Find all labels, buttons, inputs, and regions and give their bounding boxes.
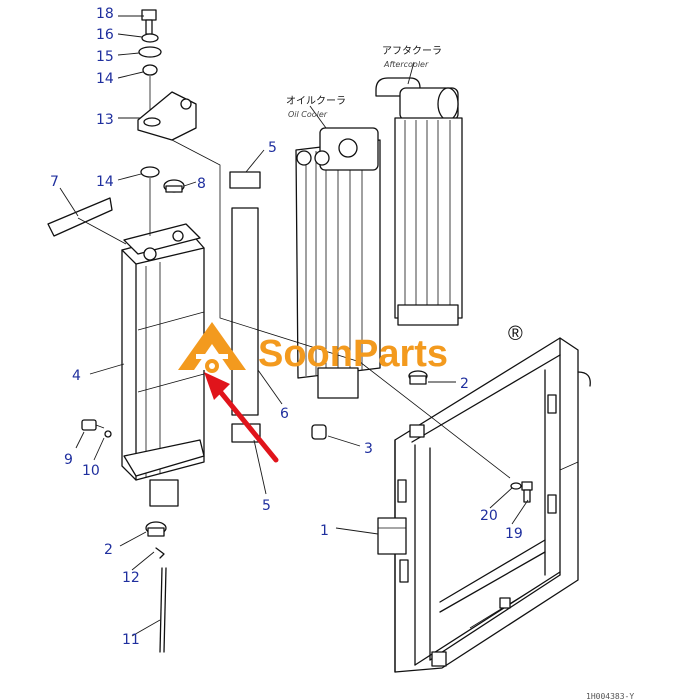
cushion-part-14-upper — [142, 64, 158, 76]
bolt-part-18 — [141, 9, 157, 35]
callout-4: 4 — [72, 368, 81, 384]
callout-11: 11 — [122, 632, 140, 648]
cushion-part-14-lower — [140, 166, 160, 178]
aftercooler-label-en: Aftercooler — [383, 60, 429, 69]
callout-2-lower: 2 — [104, 542, 113, 558]
watermark-text: SoonParts — [258, 333, 448, 375]
frame-part-1 — [377, 337, 591, 673]
drawing-reference: 1H004383-Y — [586, 692, 634, 700]
logo-mark-icon — [178, 322, 246, 373]
callout-13: 13 — [96, 112, 114, 128]
alignment-line — [171, 139, 511, 479]
washer-part-16 — [141, 33, 159, 43]
aftercooler-label-jp: アフタクーラ — [382, 45, 442, 57]
callout-numbers: 18 16 15 14 13 14 8 7 5 4 9 10 2 12 11 6… — [50, 6, 523, 648]
callout-1: 1 — [320, 523, 329, 539]
cap-part-8 — [163, 179, 185, 193]
washer-part-15 — [138, 46, 162, 58]
red-pointer-arrow-icon — [204, 372, 279, 463]
seal-part-7 — [47, 197, 113, 237]
callout-5-lower: 5 — [262, 498, 271, 514]
callout-5-upper: 5 — [268, 140, 277, 156]
cushion-part-2-lower — [145, 521, 167, 537]
leader-lines — [59, 15, 529, 637]
callout-15: 15 — [96, 49, 114, 65]
seal-part-6 — [231, 207, 259, 416]
cushion-part-2-right — [408, 370, 428, 385]
rod-part-11 — [159, 567, 163, 653]
callout-2-right: 2 — [460, 376, 469, 392]
oil-cooler-assembly — [295, 127, 381, 440]
callout-10: 10 — [82, 463, 100, 479]
callout-3: 3 — [364, 441, 373, 457]
alignment-line-7 — [77, 217, 127, 245]
callout-16: 16 — [96, 27, 114, 43]
plug-part-10 — [104, 430, 112, 438]
callout-14-upper: 14 — [96, 71, 114, 87]
clip-part-12 — [155, 547, 165, 559]
oil-cooler-label-en: Oil Cooler — [288, 110, 328, 119]
bracket-part-13 — [137, 91, 197, 141]
callout-7: 7 — [50, 174, 59, 190]
oil-cooler-label-jp: オイルクーラ — [286, 95, 346, 107]
callout-20: 20 — [480, 508, 498, 524]
callout-19: 19 — [505, 526, 523, 542]
bolt-part-19 — [521, 481, 533, 503]
radiator-part-4 — [121, 223, 205, 507]
callout-8: 8 — [197, 176, 206, 192]
callout-14-lower: 14 — [96, 174, 114, 190]
valve-part-9 — [81, 419, 105, 431]
aftercooler-assembly — [375, 77, 463, 326]
callout-12: 12 — [122, 570, 140, 586]
callout-18: 18 — [96, 6, 114, 22]
soonparts-logo: SoonParts ® — [178, 322, 523, 375]
callout-6: 6 — [280, 406, 289, 422]
seal-part-5-upper — [229, 171, 261, 189]
registered-mark: ® — [508, 323, 523, 345]
washer-part-20 — [510, 482, 522, 490]
callout-9: 9 — [64, 452, 73, 468]
